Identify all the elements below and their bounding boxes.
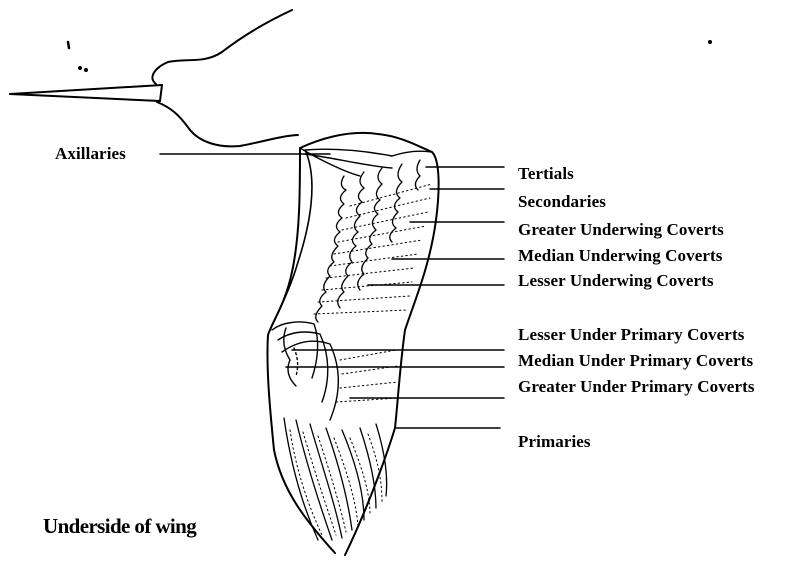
- axillary-feathers: [300, 148, 432, 176]
- diagram-caption: Underside of wing: [43, 514, 196, 539]
- leader-lines: [160, 154, 504, 428]
- bird-head: [10, 10, 711, 146]
- label-secondaries: Secondaries: [518, 192, 606, 212]
- label-lesser-underwing-coverts: Lesser Underwing Coverts: [518, 271, 714, 291]
- label-median-underwing-coverts: Median Underwing Coverts: [518, 246, 723, 266]
- label-greater-under-primary-coverts: Greater Under Primary Coverts: [518, 377, 755, 397]
- label-greater-underwing-coverts: Greater Underwing Coverts: [518, 220, 724, 240]
- label-tertials: Tertials: [518, 164, 574, 184]
- label-primaries: Primaries: [518, 432, 591, 452]
- label-median-under-primary-coverts: Median Under Primary Coverts: [518, 351, 753, 371]
- primary-covert-rings: [272, 322, 338, 420]
- wing-outline: [267, 133, 438, 555]
- covert-rows: [316, 160, 420, 322]
- label-lesser-under-primary-coverts: Lesser Under Primary Coverts: [518, 325, 744, 345]
- secondary-feathers: [314, 184, 432, 314]
- label-axillaries: Axillaries: [55, 144, 126, 164]
- primary-feathers: [284, 418, 387, 540]
